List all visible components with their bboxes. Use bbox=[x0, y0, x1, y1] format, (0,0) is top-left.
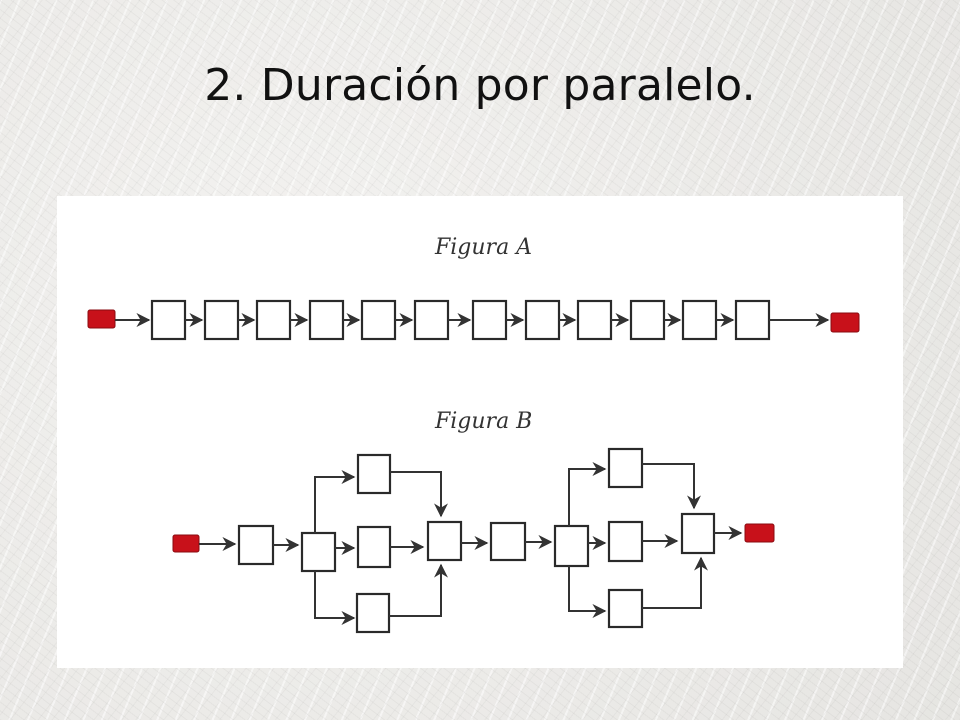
activity-box bbox=[356, 525, 392, 569]
edge bbox=[314, 470, 356, 533]
edge bbox=[389, 563, 448, 617]
activity-box bbox=[255, 299, 292, 341]
activity-box bbox=[607, 447, 644, 489]
activity-box bbox=[360, 299, 397, 341]
activity-box bbox=[150, 299, 187, 341]
figure-a: Figura A bbox=[87, 235, 860, 341]
activity-box bbox=[355, 592, 391, 634]
slide-title: 2. Duración por paralelo. bbox=[204, 60, 756, 111]
figure-a-network bbox=[87, 299, 860, 341]
activity-box bbox=[471, 299, 508, 341]
activity-box bbox=[553, 524, 590, 568]
activity-box bbox=[524, 299, 561, 341]
edge bbox=[642, 463, 701, 510]
start-node bbox=[87, 309, 116, 329]
edge bbox=[568, 462, 607, 526]
activity-box bbox=[426, 520, 463, 562]
figure-b: Figura B bbox=[172, 409, 775, 634]
activity-box bbox=[607, 588, 644, 629]
edge bbox=[642, 556, 708, 609]
activity-box bbox=[576, 299, 613, 341]
activity-box bbox=[489, 521, 527, 562]
edge bbox=[568, 566, 607, 618]
activity-box bbox=[300, 531, 337, 573]
activity-box bbox=[203, 299, 240, 341]
figure-b-network bbox=[172, 447, 775, 634]
end-node bbox=[830, 312, 860, 333]
start-node bbox=[172, 534, 200, 553]
end-node bbox=[744, 523, 775, 543]
figure-a-label: Figura A bbox=[434, 235, 532, 260]
activity-box bbox=[681, 299, 718, 341]
diagram-canvas: Figura A Figura B bbox=[87, 235, 860, 634]
activity-box bbox=[680, 512, 716, 555]
activity-box bbox=[237, 524, 275, 566]
activity-box bbox=[607, 520, 644, 563]
figure-b-label: Figura B bbox=[434, 409, 532, 434]
activity-box bbox=[413, 299, 450, 341]
edge bbox=[390, 471, 448, 518]
activity-box bbox=[356, 453, 392, 495]
diagram-panel: Figura A Figura B bbox=[57, 196, 903, 668]
activity-box bbox=[629, 299, 666, 341]
activity-box bbox=[734, 299, 771, 341]
edge bbox=[314, 571, 356, 625]
activity-box bbox=[308, 299, 345, 341]
